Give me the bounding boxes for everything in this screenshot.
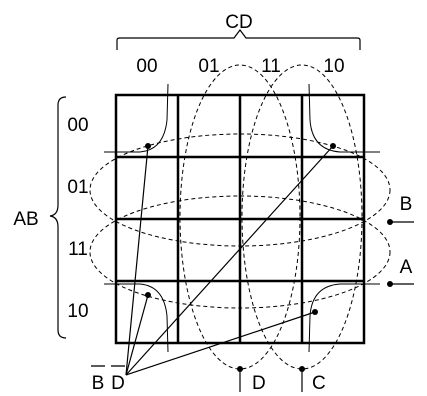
corner-term-leaders <box>125 145 334 376</box>
ab-variable-label: AB <box>13 209 38 230</box>
group-d-ellipse <box>179 64 301 370</box>
group-a-label: A <box>400 257 413 278</box>
row-header-10: 10 <box>67 301 88 322</box>
row-header-00: 00 <box>67 115 88 136</box>
group-c-ellipse <box>241 64 363 370</box>
group-b-label: B <box>400 194 413 215</box>
column-header-11: 11 <box>261 56 281 77</box>
row-header-01: 01 <box>67 177 88 198</box>
corner-term-dots <box>145 143 336 315</box>
column-header-10: 10 <box>323 56 344 77</box>
cd-bracket <box>116 29 361 50</box>
corner-term-d-bar: D <box>111 373 125 394</box>
kmap-grid <box>114 93 366 345</box>
column-header-00: 00 <box>136 56 157 77</box>
group-d-label: D <box>252 373 266 394</box>
cd-variable-label: CD <box>225 12 252 33</box>
column-header-01: 01 <box>198 56 219 77</box>
group-c-label: C <box>312 373 326 394</box>
corner-group-arcs <box>104 83 380 353</box>
row-header-11: 11 <box>68 239 88 260</box>
ab-brace <box>49 96 67 339</box>
corner-term-b-bar: B <box>92 373 105 394</box>
